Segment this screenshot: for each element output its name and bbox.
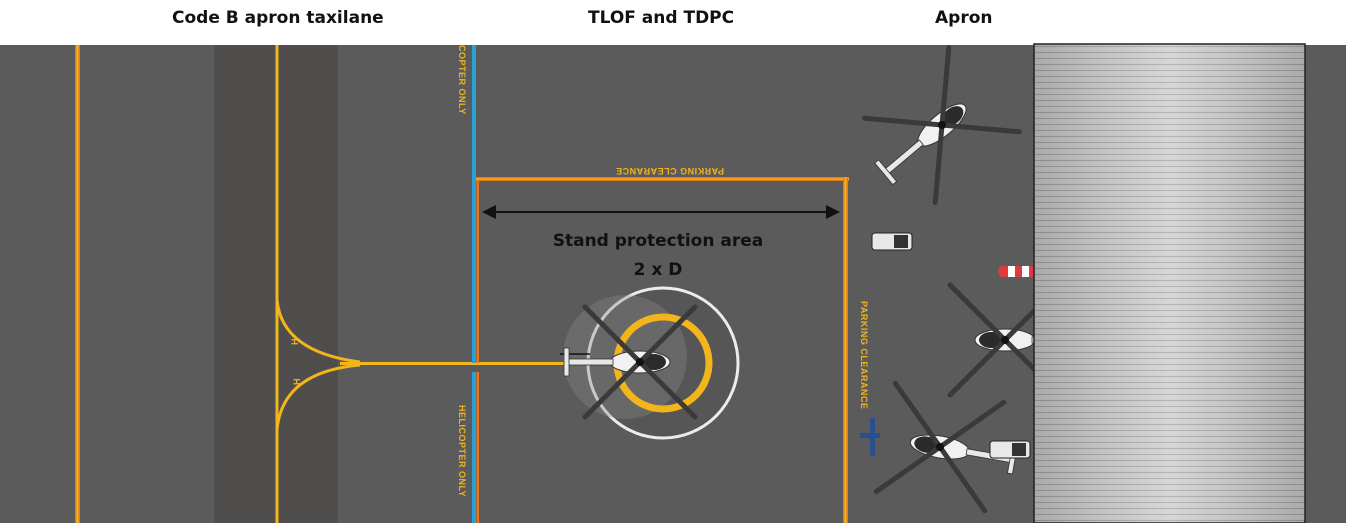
parking-clearance-side-marking: PARKING CLEARANCE	[859, 301, 869, 409]
copter-only-marking: COPTER ONLY	[457, 45, 467, 115]
windsock	[998, 266, 1036, 277]
ground-vehicle-2	[989, 440, 1031, 459]
helicopter-only-marking: HELICOPTER ONLY	[457, 405, 467, 497]
header-apron: Apron	[935, 8, 993, 28]
hangar-building	[1033, 43, 1306, 523]
parking-clearance-top-marking: PARKING CLEARANCE	[616, 166, 724, 176]
stand-protection-label: Stand protection area	[553, 231, 764, 251]
header-tlof-and-tdpc: TLOF and TDPC	[588, 8, 735, 28]
parking-clearance-boundary	[476, 177, 849, 523]
ground-vehicle-1	[871, 232, 913, 251]
stand-protection-dimension-arrow	[482, 205, 840, 219]
stand-protection-value: 2 x D	[634, 260, 683, 280]
blue-tail-boom	[860, 418, 880, 456]
taxi-h-marking-2: H	[292, 378, 302, 385]
taxi-h-marking-1: H	[290, 338, 300, 345]
taxilane-centreline	[275, 45, 590, 523]
header-code-b-apron-taxilane: Code B apron taxilane	[172, 8, 384, 28]
